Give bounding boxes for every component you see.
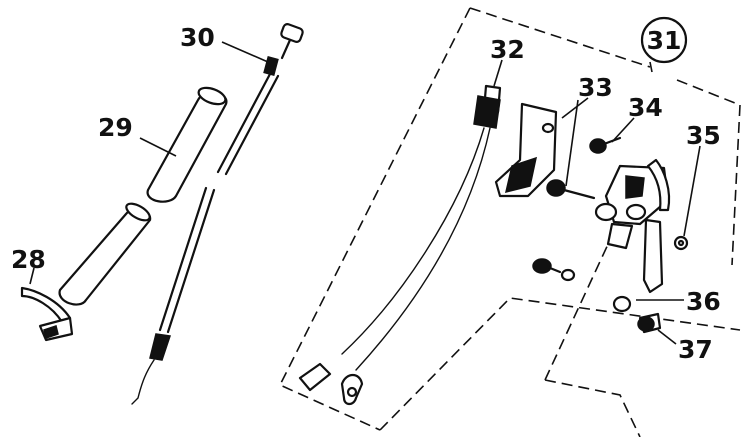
label-part-33: 33	[578, 73, 613, 102]
part-36-ring	[612, 295, 632, 313]
label-part-28: 28	[11, 245, 46, 274]
label-part-32: 32	[490, 35, 525, 64]
lower-screw-and-washer	[532, 258, 576, 282]
label-part-29: 29	[98, 113, 133, 142]
leader-lines	[29, 41, 701, 345]
assembly-boundary-dashed	[278, 7, 741, 431]
label-part-34: 34	[628, 93, 663, 122]
lever-assembly	[594, 158, 671, 294]
part-28-clip	[20, 286, 74, 342]
label-part-30: 30	[180, 23, 215, 52]
label-part-35: 35	[686, 121, 721, 150]
assembly-callout-circle	[640, 16, 688, 64]
label-part-37: 37	[678, 335, 713, 364]
part-34-screw	[589, 136, 622, 154]
label-part-36: 36	[686, 287, 721, 316]
part-35-washer	[673, 235, 689, 251]
part-37-screw	[637, 312, 662, 334]
label-part-31: 31	[647, 26, 682, 55]
part-30-cable	[131, 23, 304, 405]
part-33-bracket	[494, 102, 558, 198]
part-33-long-screw	[546, 179, 596, 200]
part-29-grip-tubes	[58, 86, 228, 306]
assembly-inner-boundary-dashed	[379, 239, 741, 437]
part-32-switch-harness	[298, 84, 502, 406]
